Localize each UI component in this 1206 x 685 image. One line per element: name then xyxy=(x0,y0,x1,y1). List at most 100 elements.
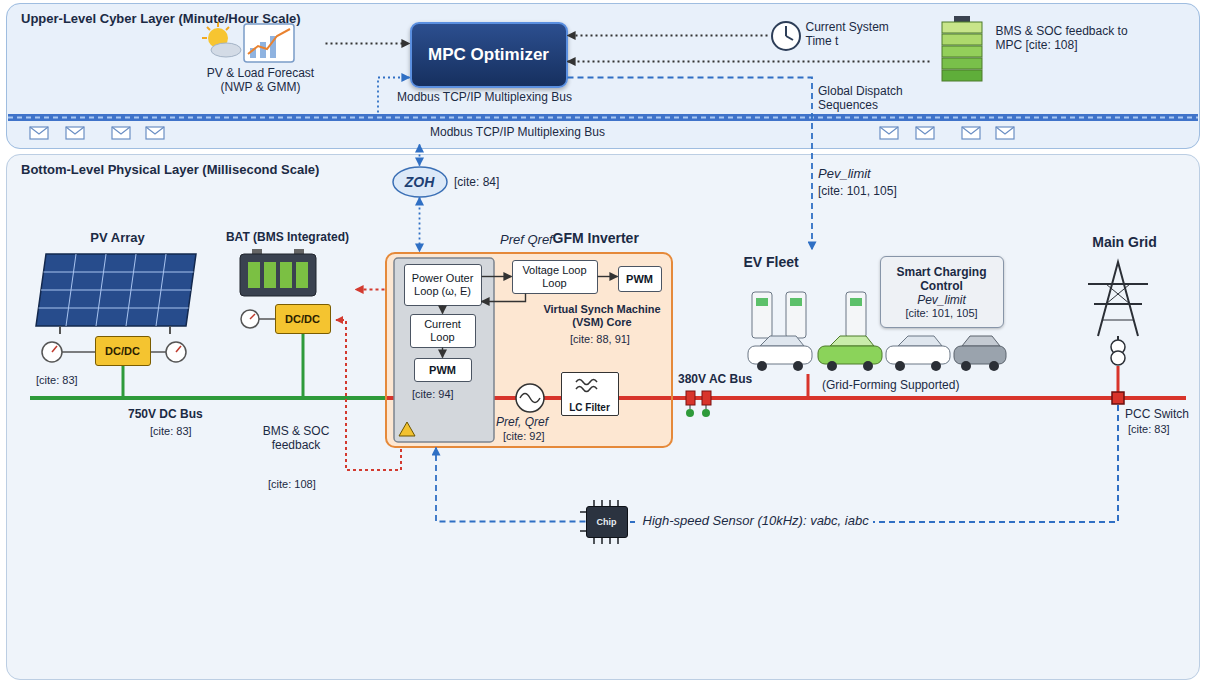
citation: [cite: 108] xyxy=(268,478,316,490)
control-loop-box: Current Loop xyxy=(410,314,476,348)
chip-label: Chip xyxy=(588,517,626,527)
inverter-title: GFM Inverter xyxy=(553,230,639,246)
panel-grid xyxy=(66,254,76,326)
envelope-flap xyxy=(916,127,934,134)
battery-bar xyxy=(280,262,292,288)
converter-box: DC/DC xyxy=(95,336,151,366)
car-body xyxy=(954,346,1006,364)
clock-icon xyxy=(772,22,800,50)
gauge-needle xyxy=(176,346,181,352)
dispatch-arrow xyxy=(568,78,813,250)
tower-arm xyxy=(1088,283,1148,285)
envelope-icon xyxy=(30,127,48,139)
charger-post xyxy=(786,292,806,338)
control-arrow xyxy=(482,294,526,302)
panel-grid xyxy=(96,254,106,326)
clock-hand xyxy=(785,26,787,36)
car-body xyxy=(818,346,882,364)
envelope-icon xyxy=(916,127,934,139)
meter-wire xyxy=(62,351,95,353)
battery-terminal xyxy=(294,249,304,254)
bus-stripe-dash xyxy=(8,117,1198,119)
clock-face xyxy=(772,22,800,50)
signal-name: Pref, Qref xyxy=(496,415,548,429)
car-cabin xyxy=(962,336,1000,346)
forecast-group: PV & Load Forecast (NWP & GMM) xyxy=(196,24,326,104)
control-box: Smart Charging ControlPev_limit[cite: 10… xyxy=(880,256,1004,328)
battery-stack-icon xyxy=(942,16,982,81)
converter-label: DC/DC xyxy=(278,313,328,325)
car-wheel xyxy=(863,361,873,371)
clock-hand xyxy=(786,36,793,40)
envelope-icon xyxy=(66,127,84,139)
pwm-box: PWM xyxy=(414,358,472,382)
envelope-flap xyxy=(880,127,898,134)
grid-title: Main Grid xyxy=(1075,234,1175,250)
battery-cell xyxy=(942,58,982,69)
meter-wire xyxy=(151,351,166,353)
pwm-label: PWM xyxy=(417,364,469,376)
ev-title: EV Fleet xyxy=(744,254,799,270)
data-flow-arrow xyxy=(568,35,768,37)
envelope-icon xyxy=(112,127,130,139)
ev-fleet-group: Smart Charging ControlPev_limit[cite: 10… xyxy=(738,250,1010,374)
charger-screen xyxy=(790,298,802,306)
inverter-cabinet xyxy=(394,258,494,442)
chip-pin xyxy=(609,538,611,544)
sensor-arrow xyxy=(436,448,586,522)
pv-feeder-wire xyxy=(122,366,125,398)
envelope-flap xyxy=(146,127,164,134)
connector-block xyxy=(702,391,711,405)
connector-lead xyxy=(690,405,691,409)
car-wheel xyxy=(961,361,971,371)
chip-pin xyxy=(593,538,595,544)
layer-title: Upper-Level Cyber Layer (Minute/Hour Sca… xyxy=(21,11,301,26)
tower-frame xyxy=(1098,262,1138,336)
bus-link-arrow xyxy=(419,145,421,166)
envelope-flap xyxy=(112,127,130,134)
battery-cap xyxy=(954,16,970,22)
physical-layer-fill xyxy=(6,154,1200,680)
car-cabin xyxy=(898,336,942,346)
signal-name: Pev_limit xyxy=(818,166,871,181)
citation: [cite: 83] xyxy=(150,425,192,437)
panel-grid xyxy=(44,272,194,273)
filter-symbol xyxy=(576,387,597,392)
connector-terminal xyxy=(702,409,710,417)
envelope-flap xyxy=(30,127,48,134)
envelope-icon xyxy=(962,127,980,139)
bus-caption: Modbus TCP/IP Multiplexing Bus xyxy=(387,90,583,104)
time-label: Current System Time t xyxy=(806,20,906,48)
feedback-label: BMS & SOC feedback to MPC [cite: 108] xyxy=(996,24,1156,52)
ev-feeder-wire xyxy=(807,374,810,398)
pv-panel xyxy=(36,254,196,362)
control-loop-box: Power Outer Loop (ω, E) xyxy=(404,264,482,306)
bus-label: 750V DC Bus xyxy=(128,407,203,421)
pcc-switch-symbol xyxy=(1112,392,1124,404)
charger-post xyxy=(846,292,866,338)
bus-label: 380V AC Bus xyxy=(678,372,752,386)
pv-array-group: DC/DCPV Array xyxy=(28,228,208,374)
cloud-symbol xyxy=(211,43,241,57)
sensor-lead xyxy=(630,405,1118,522)
tower-arm xyxy=(1094,303,1142,305)
car-wheel xyxy=(931,361,941,371)
chart-trend xyxy=(248,29,290,54)
battery-title: BAT (BMS Integrated) xyxy=(220,230,356,244)
gauge-needle xyxy=(52,346,57,352)
transmission-tower xyxy=(1088,262,1148,365)
car-body xyxy=(748,346,812,364)
connector-lead xyxy=(706,405,707,409)
envelope-flap xyxy=(66,127,84,134)
panel-leg xyxy=(59,326,61,334)
control-title: Smart Charging Control xyxy=(885,265,999,293)
loop-label: Voltage Loop Loop xyxy=(515,264,595,290)
sun-ray xyxy=(207,27,210,30)
tower-brace xyxy=(1102,320,1134,321)
data-flow-arrow xyxy=(326,43,410,45)
ac-bus-wire xyxy=(386,396,1186,400)
meter-gauge xyxy=(241,310,259,328)
charger-screen xyxy=(756,298,768,306)
bus-band: Modbus TCP/IP Multiplexing Bus xyxy=(8,113,1198,145)
